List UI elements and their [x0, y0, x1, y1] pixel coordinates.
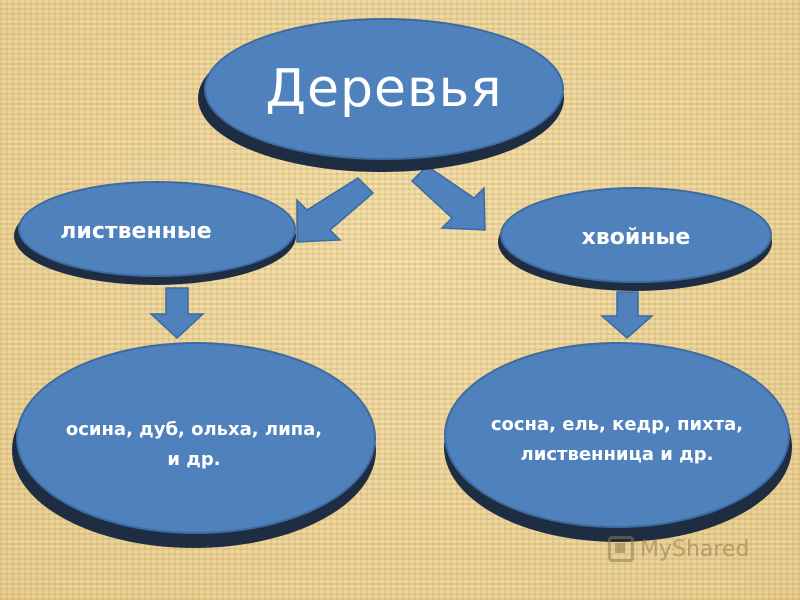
arrow-coniferous-to-examples — [600, 291, 654, 339]
arrow-root-to-deciduous — [296, 177, 375, 243]
examples-node-ellipse — [444, 342, 790, 528]
watermark-logo-icon — [608, 536, 634, 562]
arrow-root-to-coniferous — [410, 165, 486, 231]
root-label: Деревья — [265, 59, 503, 119]
category-label-deciduous: лиственные — [60, 218, 212, 244]
category-node-ellipse — [500, 187, 772, 283]
examples-text-coniferous: сосна, ель, кедр, пихта, лиственница и д… — [490, 414, 744, 465]
category-node-ellipse — [18, 181, 296, 277]
arrow-deciduous-to-examples — [149, 287, 205, 340]
category-label-coniferous: хвойные — [581, 224, 691, 250]
examples-text-deciduous: осина, дуб, ольха, липа, и др. — [65, 419, 323, 470]
root-node-ellipse — [204, 18, 564, 160]
watermark-text: MyShared — [640, 536, 750, 562]
examples-node-ellipse — [16, 342, 376, 534]
watermark: MyShared — [608, 536, 749, 562]
